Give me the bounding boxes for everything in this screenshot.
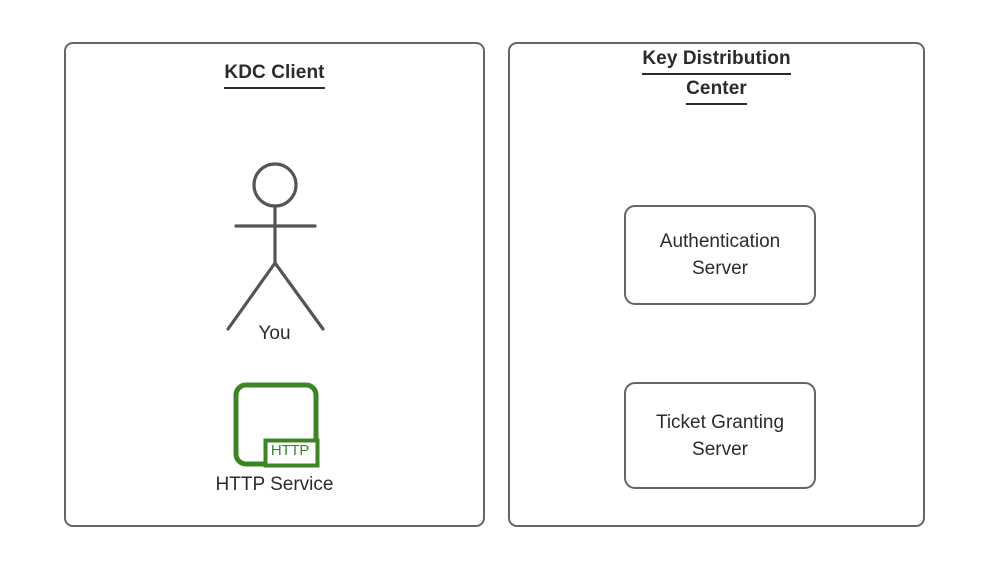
authentication-server-label-line-2: Server [692,258,748,279]
http-badge-label: HTTP [270,442,310,459]
service-label-http: HTTP Service [215,474,334,495]
panel-kdc-title-line-2: Center [686,75,747,105]
panel-kdc-client-title: KDC Client [64,59,485,89]
authentication-server-label: Authentication Server [652,228,788,282]
ticket-granting-server-box: Ticket Granting Server [624,382,816,489]
authentication-server-label-line-1: Authentication [659,231,781,252]
panel-kdc-client-title-line-1: KDC Client [224,59,325,89]
actor-label-you: You [258,323,291,344]
http-service-icon [232,382,322,468]
authentication-server-box: Authentication Server [624,205,816,305]
panel-kdc-title-line-1: Key Distribution [642,45,791,75]
panel-kdc-title: Key Distribution Center [508,45,925,105]
stick-figure-person-icon [212,155,340,345]
ticket-granting-server-label: Ticket Granting Server [648,409,792,463]
ticket-granting-server-label-line-1: Ticket Granting [655,411,785,433]
ticket-granting-server-label-line-2: Server [692,438,748,460]
